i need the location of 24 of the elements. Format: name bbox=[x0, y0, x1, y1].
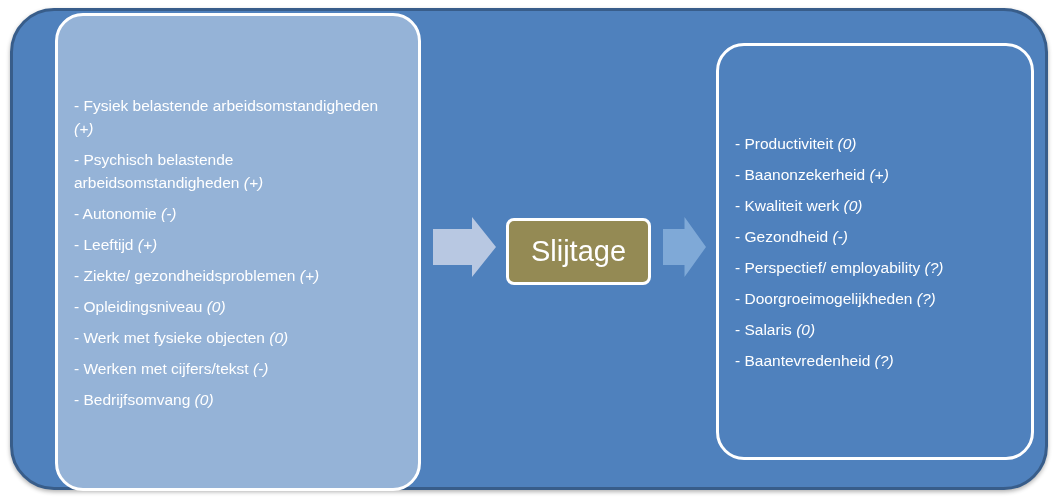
list-item: - Bedrijfsomvang (0) bbox=[74, 389, 214, 410]
list-item: - Autonomie (-) bbox=[74, 203, 177, 224]
list-item: - Doorgroeimogelijkheden (?) bbox=[735, 288, 936, 309]
list-item: - Werk met fysieke objecten (0) bbox=[74, 327, 289, 348]
list-item: - Productiviteit (0) bbox=[735, 133, 857, 154]
process-box bbox=[506, 218, 651, 285]
list-item: - Kwaliteit werk (0) bbox=[735, 195, 863, 216]
list-item: - Baantevredenheid (?) bbox=[735, 350, 894, 371]
block-arrow bbox=[433, 217, 496, 277]
list-item: - Perspectief/ employability (?) bbox=[735, 257, 944, 278]
list-item: - Leeftijd (+) bbox=[74, 234, 158, 255]
block-arrow bbox=[663, 217, 706, 277]
list-item: - Psychisch belastende arbeidsomstandigheden (+) bbox=[74, 149, 265, 193]
list-item: - Opleidingsniveau (0) bbox=[74, 296, 226, 317]
process-label: Slijtage bbox=[530, 235, 627, 268]
outer-panel bbox=[10, 8, 1048, 490]
list-item: - Werken met cijfers/tekst (-) bbox=[74, 358, 269, 379]
list-item: - Salaris (0) bbox=[735, 319, 816, 340]
list-item: - Baanonzekerheid (+) bbox=[735, 164, 889, 185]
outcome-list-box bbox=[716, 43, 1034, 460]
list-item: - Ziekte/ gezondheidsproblemen (+) bbox=[74, 265, 320, 286]
factor-list-box bbox=[55, 13, 421, 491]
list-item: - Gezondheid (-) bbox=[735, 226, 848, 247]
list-item: - Fysiek belastende arbeidsomstandigheden (+) bbox=[74, 95, 380, 139]
